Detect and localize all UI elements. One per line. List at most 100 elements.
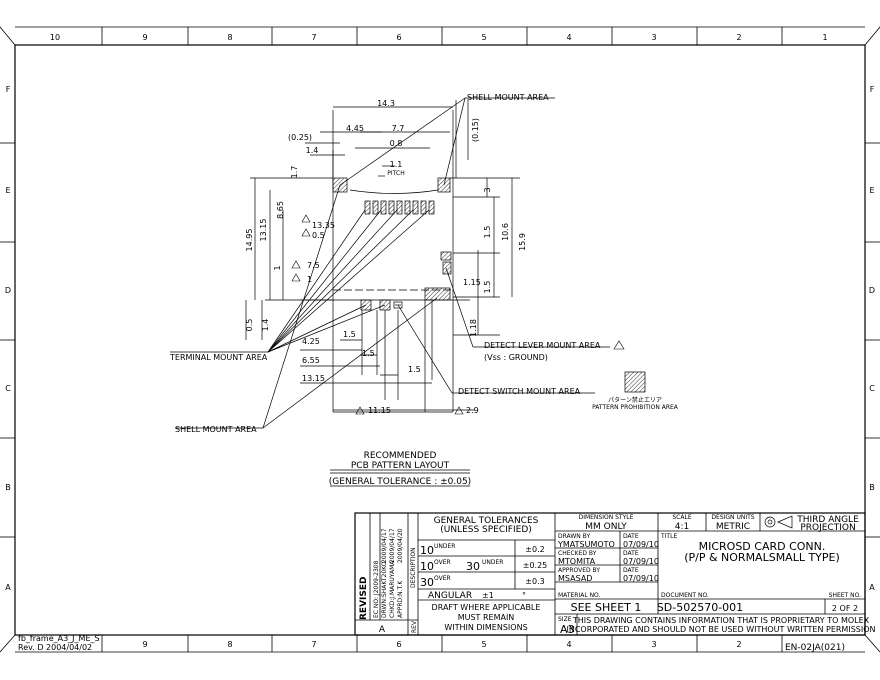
design-units-header: DESIGN UNITS <box>711 514 754 521</box>
row-label-c-right: C <box>869 384 875 393</box>
size-header: SIZE <box>558 616 572 623</box>
rev-header: REV <box>411 620 418 633</box>
revised-label: REVISED <box>359 577 369 621</box>
tol-row-2-big2: 30 <box>466 560 480 573</box>
checked-by: MTOMITA <box>558 557 596 566</box>
title-block-lines <box>354 512 866 636</box>
dim-13-15: 13.15 <box>302 374 325 383</box>
column-labels-top: 10 9 8 7 6 5 4 3 2 1 <box>50 33 828 42</box>
recommended-layout-caption: RECOMMENDED PCB PATTERN LAYOUT (GENERAL … <box>329 451 471 487</box>
drawn-by-header: DRAWN BY <box>558 533 590 540</box>
draft-note-2: MUST REMAIN <box>458 613 515 622</box>
dim-11-15: 11.15 <box>368 406 391 415</box>
dim-15-9: 15.9 <box>518 233 527 251</box>
tol-row-3-small: OVER <box>434 575 451 582</box>
revision-date-2: 2009/04/17 <box>389 528 396 563</box>
label-terminal-mount: TERMINAL MOUNT AREA <box>169 353 268 362</box>
sheet-header: SHEET NO. <box>829 592 861 599</box>
col-label-1: 1 <box>822 33 827 42</box>
tolerance-note: (GENERAL TOLERANCE : ±0.05) <box>329 477 471 487</box>
recommended-title-2: PCB PATTERN LAYOUT <box>351 461 450 471</box>
revision-date-3: 2009/04/20 <box>397 528 404 563</box>
material-header: MATERIAL NO. <box>558 592 601 599</box>
col-label-10: 10 <box>50 33 60 42</box>
dim-13-15v: 13.15 <box>259 219 268 242</box>
proprietary-line-1: THIS DRAWING CONTAINS INFORMATION THAT I… <box>572 616 870 625</box>
dim-1-5c: 1.5 <box>343 330 356 339</box>
angular-value: ±1 <box>482 591 494 600</box>
gen-tol-title-1: GENERAL TOLERANCES <box>434 516 539 526</box>
column-labels-bottom: 9 8 7 6 5 4 3 2 <box>142 640 741 649</box>
row-label-d-right: D <box>869 286 875 295</box>
pcb-layout-geometry <box>170 97 646 487</box>
scale-header: SCALE <box>672 514 691 521</box>
gen-tol-title-2: (UNLESS SPECIFIED) <box>440 525 532 535</box>
checked-by-header: CHECKED BY <box>558 550 597 557</box>
col-label-2: 2 <box>736 33 741 42</box>
tol-row-2-value: ±0.25 <box>523 561 548 570</box>
tol-row-1-value: ±0.2 <box>525 545 544 554</box>
col-label-7: 7 <box>311 33 316 42</box>
area-labels: SHELL MOUNT AREA TERMINAL MOUNT AREA SHE… <box>169 93 679 434</box>
revision-block: REVISED EC NO: J2009-2308 DRWN:SHAKT20KO… <box>359 528 418 635</box>
col-label-8-bottom: 8 <box>227 640 232 649</box>
dim-0-25: (0.25) <box>288 133 312 142</box>
general-tolerances-block: GENERAL TOLERANCES (UNLESS SPECIFIED) 10… <box>420 516 547 632</box>
angular-label: ANGULAR <box>428 591 472 601</box>
dim-14-95: 14.95 <box>245 229 254 252</box>
drawn-date: 07/09/10 <box>623 540 659 549</box>
tol-row-2-small2: UNDER <box>482 559 503 566</box>
dimension-style: MM ONLY <box>585 522 627 532</box>
label-detect-switch: DETECT SWITCH MOUNT AREA <box>458 387 581 396</box>
drawing-title-1: MICROSD CARD CONN. <box>699 540 826 553</box>
dimension-labels: 14.3 4.45 7.7 (0.25) 0.8 1.4 1.1 PITCH 1… <box>245 99 527 415</box>
col-label-3: 3 <box>651 33 656 42</box>
col-label-4-bottom: 4 <box>566 640 571 649</box>
angular-unit: ° <box>522 591 526 600</box>
dim-1-5b: 1.5 <box>483 281 492 294</box>
row-label-b: B <box>5 483 11 492</box>
dim-1-5d: 1.5 <box>362 349 375 358</box>
third-angle-projection-icon <box>764 515 793 529</box>
drawn-date-header: DATE <box>623 533 639 540</box>
col-label-3-bottom: 3 <box>651 640 656 649</box>
dim-6-55: 6.55 <box>302 356 320 365</box>
col-label-9: 9 <box>142 33 147 42</box>
design-units: METRIC <box>716 522 750 532</box>
revision-value: A <box>379 625 386 635</box>
dim-7-5: 7.5 <box>307 261 320 270</box>
recommended-title-1: RECOMMENDED <box>364 451 437 461</box>
dim-0-8: 0.8 <box>390 139 403 148</box>
row-label-c: C <box>5 384 11 393</box>
dim-1-1: 1.1 <box>390 160 403 169</box>
dim-0-5a: 0.5 <box>312 231 325 240</box>
label-shell-mount-top: SHELL MOUNT AREA <box>467 93 549 102</box>
dim-0-5v: 0.5 <box>245 319 254 332</box>
dim-1-5v: 1.5 <box>483 226 492 239</box>
scale: 4:1 <box>675 522 689 532</box>
draft-note-3: WITHIN DIMENSIONS <box>444 623 527 632</box>
projection-line-1: THIRD ANGLE <box>796 515 859 525</box>
tol-row-1-big: 10 <box>420 544 434 557</box>
tolerance-triangle-markers <box>291 214 625 415</box>
dim-0-15: (0.15) <box>471 118 480 142</box>
chkd: CHKD:J.MARUYAMA <box>389 560 396 618</box>
row-label-e-right: E <box>869 186 874 195</box>
label-pattern-prohibit-en: PATTERN PROHIBITION AREA <box>592 404 679 411</box>
dim-1-18: 1.18 <box>469 319 478 337</box>
col-label-8: 8 <box>227 33 232 42</box>
row-label-e: E <box>5 186 10 195</box>
label-detect-lever: DETECT LEVER MOUNT AREA <box>484 341 601 350</box>
label-shell-mount-bottom: SHELL MOUNT AREA <box>175 425 257 434</box>
drawing-title-2: (P/P & NORMALSMALL TYPE) <box>684 551 840 564</box>
dim-1-4v: 1.4 <box>261 319 270 332</box>
label-pattern-prohibit-jp: パターン禁止エリア <box>608 396 662 404</box>
ec-number: EC NO: J2009-2308 <box>373 560 380 618</box>
template-rev: Rev. D 2004/04/02 <box>18 643 92 652</box>
tol-row-3-big: 30 <box>420 576 434 589</box>
col-label-2-bottom: 2 <box>736 640 741 649</box>
approved-by-header: APPROVED BY <box>558 567 600 574</box>
material-number: SEE SHEET 1 <box>571 601 642 614</box>
drawn-by: YMATSUMOTO <box>557 540 615 549</box>
